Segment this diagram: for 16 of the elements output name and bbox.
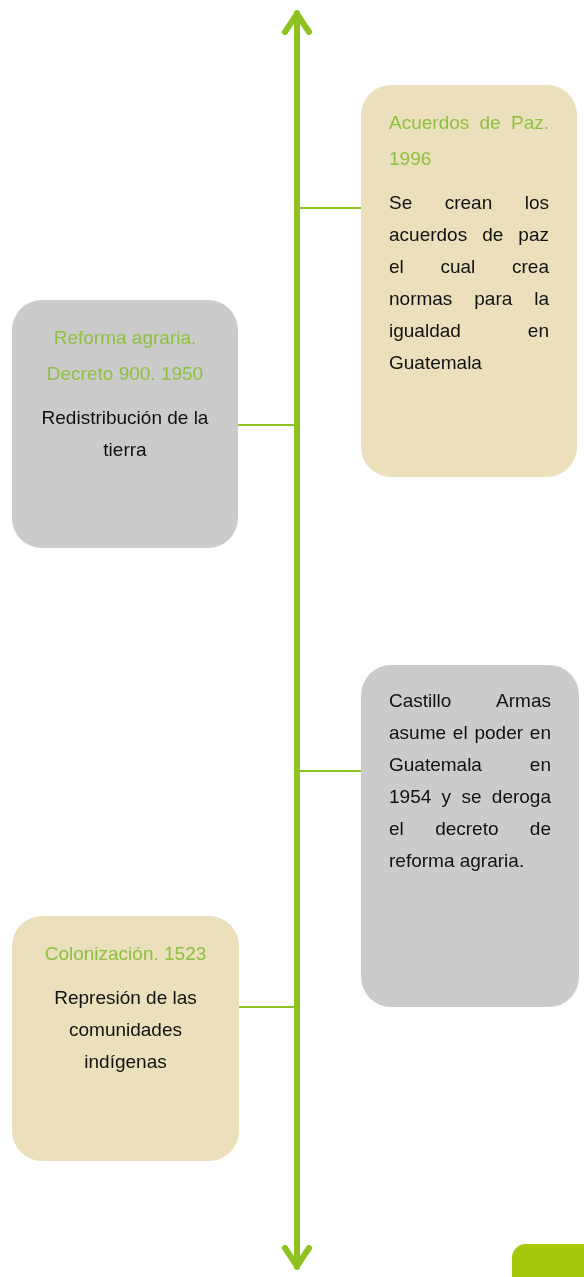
event-description: Represión de las comunidades indígenas bbox=[53, 986, 198, 1074]
event-description: Castillo Armas asume el poder en Guatemala en 1954 y se deroga el decreto de reforma agraria. bbox=[389, 689, 551, 873]
timeline-axis bbox=[282, 10, 312, 1270]
event-title: Colonización. 1523 bbox=[43, 942, 208, 966]
connector-line bbox=[299, 207, 362, 209]
event-card bbox=[361, 85, 577, 477]
event-card bbox=[361, 665, 579, 1007]
event-title: Reforma agraria. Decreto 900. 1950 bbox=[45, 326, 205, 386]
event-description: Se crean los acuerdos de paz el cual crea normas para la igualdad en Guatemala bbox=[389, 191, 549, 375]
connector-line bbox=[238, 1006, 295, 1008]
connector-line bbox=[237, 424, 295, 426]
event-card bbox=[12, 300, 238, 548]
event-description: Redistribución de la tierra bbox=[40, 406, 210, 462]
event-title: Acuerdos de Paz. 1996 bbox=[389, 111, 549, 171]
event-card bbox=[12, 916, 239, 1161]
connector-line bbox=[299, 770, 362, 772]
